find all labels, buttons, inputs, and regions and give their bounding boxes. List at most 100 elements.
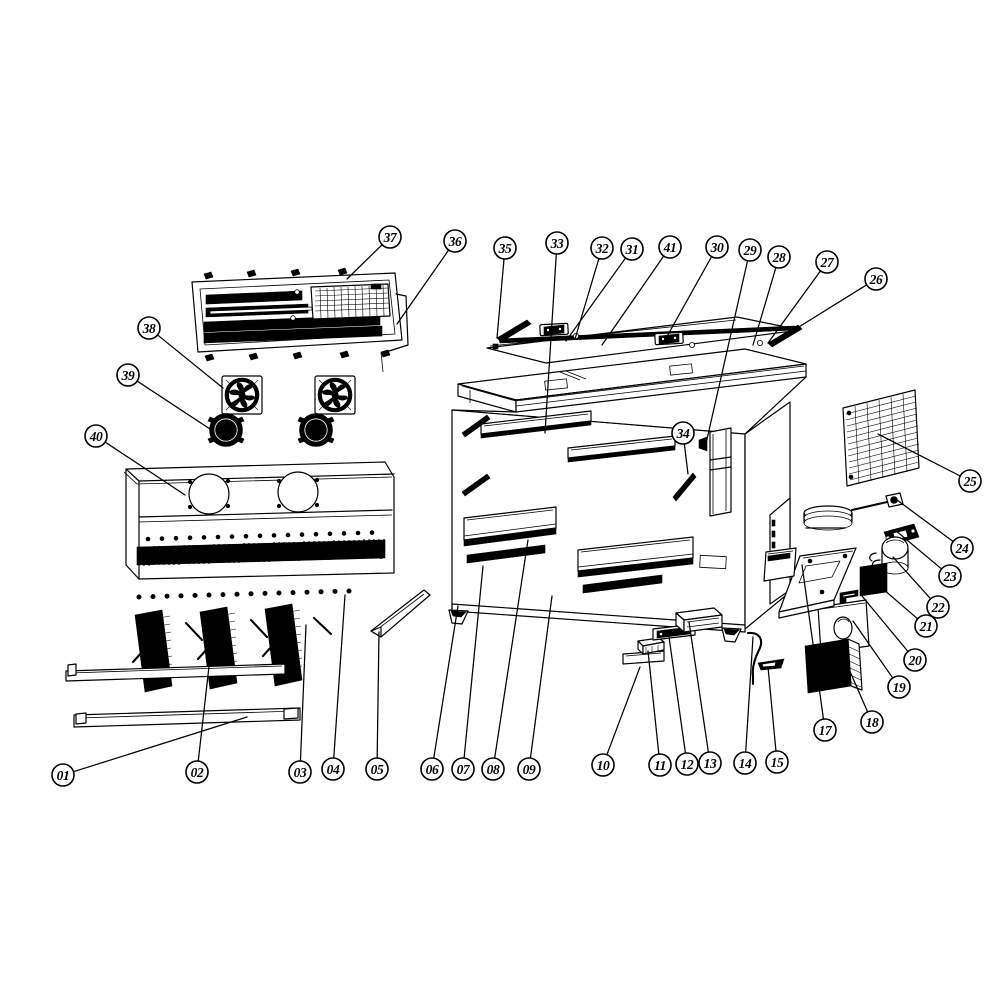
part-19-junction-box — [817, 599, 870, 654]
callout-17[interactable]: 17 — [801, 564, 837, 742]
callout-bubble-01[interactable] — [51, 763, 75, 787]
rail-left-mid — [461, 473, 491, 497]
callout-12[interactable]: 12 — [668, 636, 699, 776]
callout-05[interactable]: 05 — [365, 631, 389, 781]
callout-31[interactable]: 31 — [565, 237, 644, 342]
callout-22[interactable]: 22 — [892, 556, 950, 619]
callout-34[interactable]: 34 — [671, 421, 695, 475]
callout-bubble-10[interactable] — [591, 753, 615, 777]
callout-01[interactable]: 01 — [51, 716, 248, 787]
callout-bubble-05[interactable] — [365, 757, 389, 781]
callout-03[interactable]: 03 — [288, 624, 312, 784]
callout-bubble-34[interactable] — [671, 421, 695, 445]
callout-08[interactable]: 08 — [481, 539, 529, 781]
callout-bubble-03[interactable] — [288, 760, 312, 784]
callout-bubble-27[interactable] — [815, 250, 839, 274]
leader-line-02 — [197, 639, 213, 762]
leader-line-32 — [574, 257, 600, 340]
callout-32[interactable]: 32 — [574, 236, 614, 340]
callout-bubble-33[interactable] — [545, 231, 569, 255]
callout-bubble-36[interactable] — [443, 229, 467, 253]
callout-bubble-29[interactable] — [738, 238, 762, 262]
callout-04[interactable]: 04 — [321, 594, 346, 781]
callout-label-38: 38 — [142, 321, 156, 336]
callout-bubble-38[interactable] — [137, 316, 161, 340]
callout-label-21: 21 — [919, 619, 933, 634]
callout-bubble-26[interactable] — [864, 267, 888, 291]
callout-18[interactable]: 18 — [844, 659, 884, 734]
callout-25[interactable]: 25 — [877, 433, 982, 493]
callout-bubble-19[interactable] — [887, 675, 911, 699]
callout-06[interactable]: 06 — [420, 605, 459, 781]
callout-23[interactable]: 23 — [894, 529, 962, 588]
callout-bubble-25[interactable] — [958, 469, 982, 493]
callout-bubble-21[interactable] — [914, 614, 938, 638]
callout-bubble-41[interactable] — [658, 235, 682, 259]
callout-36[interactable]: 36 — [396, 229, 467, 325]
callout-bubble-12[interactable] — [675, 752, 699, 776]
callout-13[interactable]: 13 — [688, 621, 722, 775]
callout-bubble-11[interactable] — [648, 753, 672, 777]
callout-bubble-23[interactable] — [938, 564, 962, 588]
callout-bubble-13[interactable] — [698, 751, 722, 775]
callout-09[interactable]: 09 — [517, 595, 553, 781]
callout-20[interactable]: 20 — [861, 595, 927, 672]
callout-bubble-02[interactable] — [185, 760, 209, 784]
callout-label-27: 27 — [820, 255, 835, 270]
callout-bubble-09[interactable] — [517, 757, 541, 781]
callout-bubble-20[interactable] — [903, 648, 927, 672]
callout-bubble-28[interactable] — [767, 245, 791, 269]
callout-35[interactable]: 35 — [493, 236, 517, 339]
callout-19[interactable]: 19 — [852, 620, 911, 699]
callout-26[interactable]: 26 — [793, 267, 888, 331]
callout-label-19: 19 — [893, 680, 906, 695]
callout-bubble-39[interactable] — [116, 363, 140, 387]
callout-bubble-40[interactable] — [84, 424, 108, 448]
part-35-top-edge-trim-left — [496, 319, 532, 343]
callout-bubble-37[interactable] — [378, 225, 402, 249]
callout-11[interactable]: 11 — [647, 650, 672, 777]
callout-bubble-07[interactable] — [451, 757, 475, 781]
callout-bubble-15[interactable] — [765, 750, 789, 774]
callout-21[interactable]: 21 — [868, 576, 938, 638]
callout-label-33: 33 — [550, 236, 564, 251]
callout-30[interactable]: 30 — [664, 235, 729, 341]
callout-label-29: 29 — [743, 243, 757, 258]
leader-line-40 — [104, 441, 186, 496]
callout-label-14: 14 — [739, 756, 752, 771]
callout-label-06: 06 — [426, 762, 439, 777]
callout-bubble-22[interactable] — [926, 595, 950, 619]
callout-41[interactable]: 41 — [601, 235, 682, 346]
callout-bubble-35[interactable] — [493, 236, 517, 260]
callout-bubble-18[interactable] — [860, 710, 884, 734]
callout-39[interactable]: 39 — [116, 363, 214, 432]
callout-33[interactable]: 33 — [544, 231, 569, 434]
callout-07[interactable]: 07 — [451, 565, 484, 781]
callout-bubble-06[interactable] — [420, 757, 444, 781]
callout-02[interactable]: 02 — [185, 639, 213, 784]
callout-bubble-17[interactable] — [813, 718, 837, 742]
leader-line-03 — [299, 624, 307, 762]
callout-24[interactable]: 24 — [896, 499, 974, 560]
callout-bubble-14[interactable] — [733, 751, 757, 775]
callout-10[interactable]: 10 — [591, 666, 641, 777]
callout-bubble-31[interactable] — [620, 237, 644, 261]
part-34-shelf-support-clip — [672, 472, 697, 502]
callout-bubble-08[interactable] — [481, 757, 505, 781]
callout-38[interactable]: 38 — [137, 316, 224, 389]
callout-bubble-24[interactable] — [950, 536, 974, 560]
callout-15[interactable]: 15 — [765, 666, 789, 774]
callout-27[interactable]: 27 — [767, 250, 839, 344]
callout-label-07: 07 — [457, 762, 471, 777]
callout-bubble-32[interactable] — [590, 236, 614, 260]
callout-37[interactable]: 37 — [346, 225, 402, 280]
callout-40[interactable]: 40 — [84, 424, 186, 496]
callout-29[interactable]: 29 — [704, 238, 762, 449]
callout-label-39: 39 — [121, 368, 135, 383]
callout-14[interactable]: 14 — [733, 636, 757, 775]
callout-bubble-30[interactable] — [705, 235, 729, 259]
callout-label-11: 11 — [654, 758, 666, 773]
part-25-condenser-grille — [842, 389, 920, 487]
callout-28[interactable]: 28 — [752, 245, 791, 346]
callout-bubble-04[interactable] — [321, 757, 345, 781]
